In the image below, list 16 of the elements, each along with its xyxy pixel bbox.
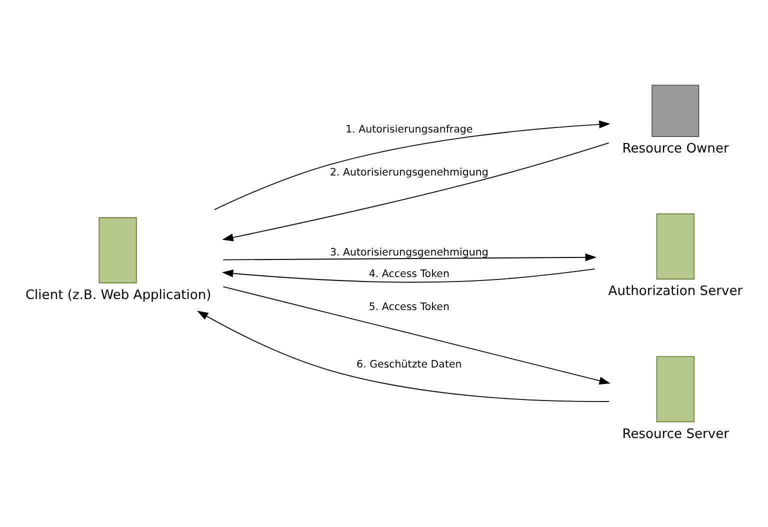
- node-label: Client (z.B. Web Application): [25, 287, 212, 302]
- node-label: Resource Server: [622, 426, 730, 442]
- edge-label: 6. Geschützte Daten: [356, 358, 462, 370]
- arrow: [222, 268, 596, 282]
- edge-label: 4. Access Token: [368, 268, 450, 280]
- edge-label: 2. Autorisierungsgenehmigung: [330, 166, 488, 178]
- node-label: Authorization Server: [608, 284, 743, 299]
- arrow: [222, 286, 610, 384]
- arrow: [196, 310, 610, 402]
- arrow: [222, 142, 610, 241]
- edge-label: 3. Autorisierungsgenehmigung: [330, 246, 488, 258]
- arrow: [214, 120, 610, 210]
- node-label: Resource Owner: [622, 141, 729, 156]
- edge-label: 5. Access Token: [368, 300, 450, 312]
- arrow: [222, 252, 597, 261]
- edge-label: 1. Autorisierungsanfrage: [346, 123, 473, 136]
